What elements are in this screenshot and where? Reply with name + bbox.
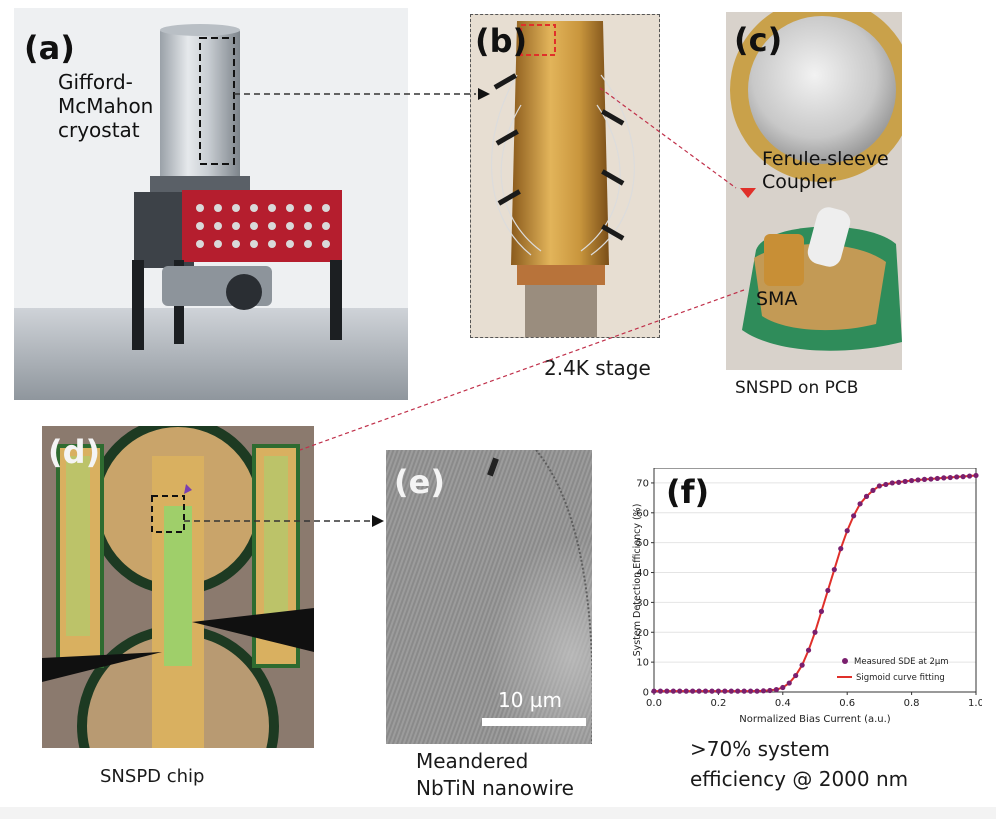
panel-e-label: (e): [394, 463, 445, 501]
data-point-measured: [799, 662, 805, 668]
panel-e-caption: Meandered NbTiN nanowire: [416, 749, 574, 800]
chip-illustration: [42, 426, 314, 748]
data-point-measured: [909, 477, 915, 484]
panel-c-pcb-photo: (c) Ferule-sleeve Coupler SMA: [726, 12, 902, 370]
legend-label-measured: Measured SDE at 2µm: [854, 657, 949, 667]
chart-legend: Measured SDE at 2µm Sigmoid curve fittin…: [837, 657, 949, 683]
chart-plot-area: [653, 468, 977, 693]
data-point-measured: [767, 687, 773, 694]
data-point-measured: [902, 478, 908, 485]
scale-bar-label: 10 µm: [498, 688, 563, 712]
data-point-measured: [831, 566, 837, 573]
pcb-illustration: [726, 12, 902, 370]
data-point-measured: [741, 688, 747, 694]
x-tick-label: 0.2: [710, 698, 726, 709]
data-point-measured: [915, 477, 921, 483]
data-point-measured: [670, 688, 676, 694]
data-point-measured: [690, 688, 696, 694]
sma-annotation: SMA: [756, 288, 798, 310]
data-point-measured: [857, 501, 863, 507]
data-point-measured: [793, 672, 799, 679]
panel-d-label: (d): [48, 433, 101, 471]
arrow-d-to-e-head: [372, 515, 384, 527]
data-point-measured: [870, 487, 876, 493]
panel-c-label: (c): [734, 21, 783, 59]
panel-b-stage-photo: (b): [470, 14, 660, 338]
panel-e-sem-image: (e) 10 µm: [386, 450, 592, 744]
y-tick-label: 30: [636, 598, 649, 609]
data-point-measured: [754, 688, 760, 694]
data-point-measured: [805, 647, 812, 653]
y-tick-label: 40: [636, 568, 649, 579]
data-point-measured: [934, 475, 940, 482]
data-point-measured: [896, 479, 902, 485]
legend-marker-measured: [842, 658, 848, 664]
data-point-measured: [960, 474, 966, 480]
data-point-measured: [966, 473, 973, 479]
data-point-measured: [664, 688, 670, 694]
data-point-measured: [947, 474, 953, 481]
data-point-measured: [715, 688, 721, 694]
data-point-measured: [786, 680, 792, 686]
panel-d-caption: SNSPD chip: [100, 766, 205, 787]
x-tick-label: 0.0: [646, 698, 662, 709]
cryostat-annotation: Gifford- McMahon cryostat: [58, 70, 154, 142]
y-tick-label: 0: [643, 688, 649, 699]
sde-chart: 0 10 20 30 40 50 60 70 0.0 0.2 0.4 0.6 0.8 1.0 Norma…: [632, 468, 982, 725]
data-point-measured: [773, 687, 779, 693]
chart-x-axis-label: Normalized Bias Current (a.u.): [739, 714, 891, 725]
data-point-measured: [696, 688, 702, 694]
data-point-measured: [883, 481, 889, 488]
data-point-measured: [928, 476, 934, 482]
data-point-measured: [973, 472, 979, 479]
data-point-measured: [818, 608, 825, 614]
panel-a-label: (a): [24, 29, 75, 67]
data-point-measured: [889, 480, 895, 486]
data-point-measured: [941, 475, 947, 481]
panel-c-caption: SNSPD on PCB: [735, 378, 859, 398]
data-point-measured: [748, 688, 754, 694]
data-point-measured: [683, 688, 689, 694]
panel-b-caption: 2.4K stage: [544, 356, 651, 380]
data-point-measured: [728, 688, 734, 694]
data-point-measured: [851, 513, 857, 519]
stage-illustration: [471, 15, 659, 337]
data-point-measured: [702, 688, 709, 694]
x-tick-label: 0.4: [775, 698, 791, 709]
data-point-measured: [876, 483, 882, 489]
x-tick-label: 0.8: [904, 698, 920, 709]
x-tick-label: 1.0: [968, 698, 982, 709]
x-tick-label: 0.6: [839, 698, 855, 709]
data-point-measured: [921, 476, 928, 482]
data-point-measured: [722, 688, 728, 694]
y-tick-label: 70: [636, 478, 649, 489]
coupler-annotation: Ferule-sleeve Coupler: [762, 148, 889, 193]
y-tick-label: 50: [636, 538, 649, 549]
data-point-measured: [651, 688, 657, 694]
y-tick-label: 60: [636, 508, 649, 519]
data-point-measured: [780, 684, 786, 691]
data-point-measured: [863, 493, 870, 499]
data-point-measured: [709, 688, 715, 694]
data-point-measured: [677, 688, 683, 694]
sem-illustration: [386, 450, 592, 744]
panel-d-chip-micrograph: (d): [42, 426, 314, 748]
data-point-measured: [844, 528, 850, 534]
panel-a-cryostat-photo: (a) Gifford- McMahon cryostat: [14, 8, 408, 400]
data-point-measured: [825, 587, 831, 594]
data-point-measured: [838, 546, 844, 552]
y-tick-label: 20: [636, 628, 649, 639]
panel-b-label: (b): [475, 22, 528, 60]
panel-f-label: (f): [666, 473, 710, 511]
data-point-measured: [954, 474, 960, 480]
y-tick-label: 10: [636, 658, 649, 669]
data-point-measured: [657, 688, 664, 694]
panel-f-caption: >70% system efficiency @ 2000 nm: [690, 737, 909, 791]
bottom-strip: [0, 807, 996, 819]
data-point-measured: [760, 688, 767, 694]
data-point-measured: [812, 629, 818, 635]
data-point-measured: [735, 688, 741, 694]
legend-label-sigmoid: Sigmoid curve fitting: [856, 673, 945, 683]
chart-y-axis-label: System Detection Efficiency (%): [632, 504, 643, 657]
